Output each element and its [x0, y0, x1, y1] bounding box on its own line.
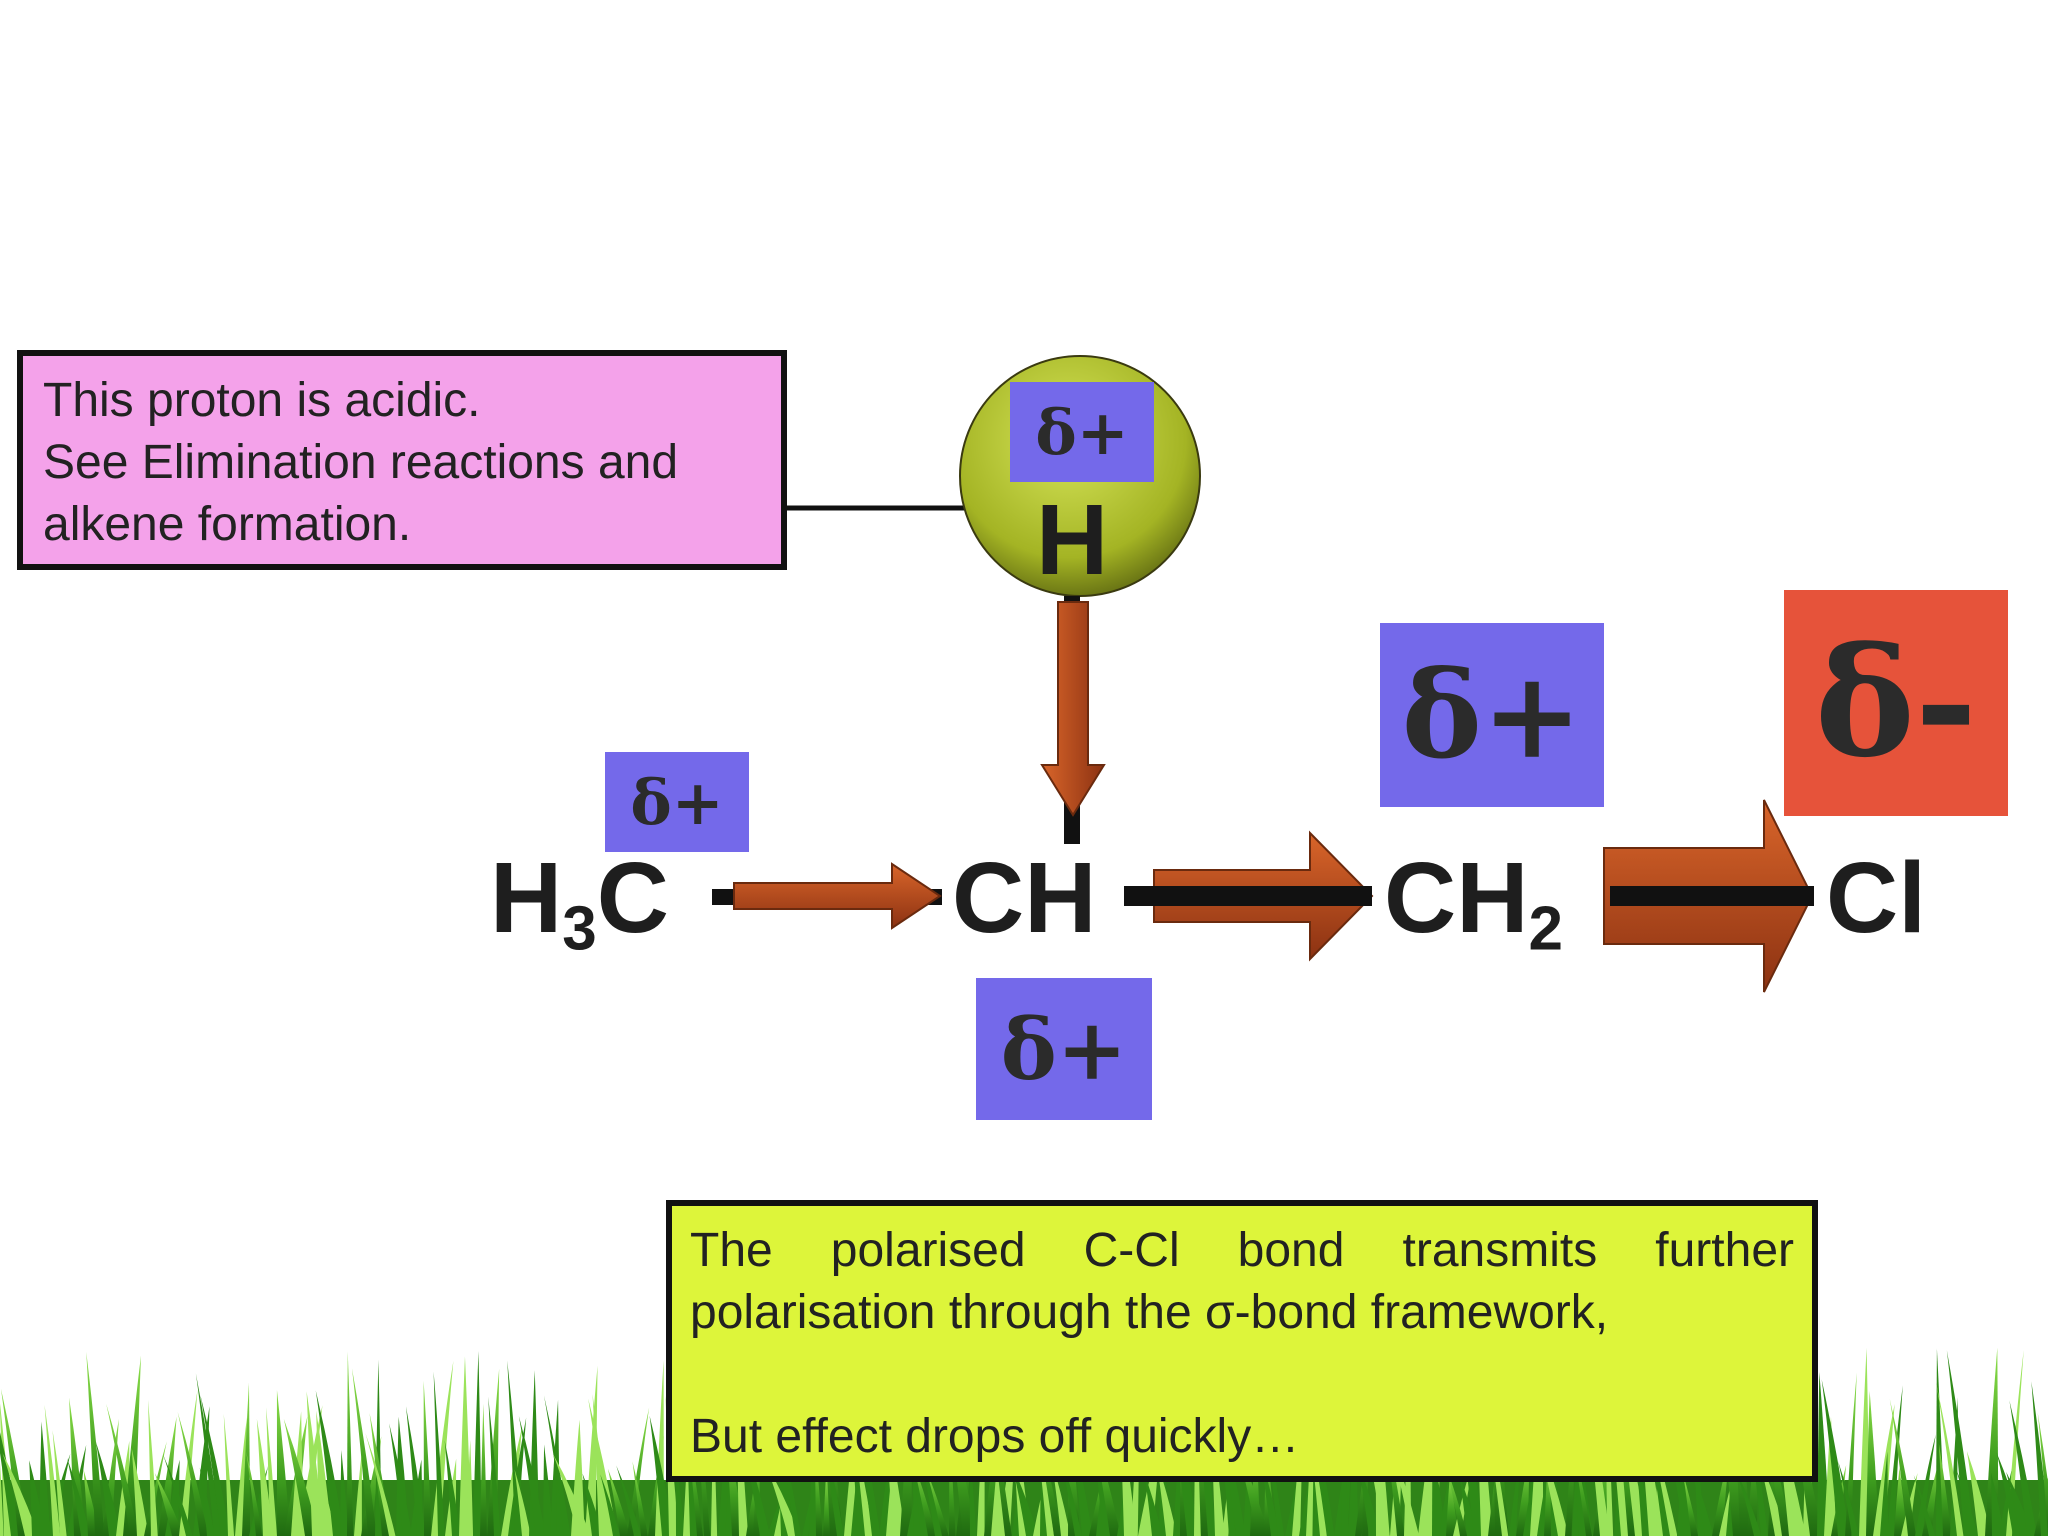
h3c-h-label: H: [490, 842, 563, 954]
h3c-group: H3C: [490, 848, 669, 960]
h-atom: H: [1036, 490, 1108, 590]
h3c-c-label: C: [596, 842, 669, 954]
callout-line: polarisation through the σ-bond framewor…: [690, 1286, 1609, 1339]
ch2-delta-plus-badge: δ+: [1380, 623, 1604, 807]
polarisation-arrow-h-ch: [1040, 601, 1106, 817]
h-charge-label: δ+: [1035, 395, 1129, 469]
h3c-delta-plus-badge: δ+: [605, 752, 749, 852]
h-atom-label: H: [1036, 484, 1109, 596]
bond-ch-ch2: [1124, 886, 1372, 906]
ch-label: CH: [952, 842, 1097, 954]
cl-charge-label: δ-: [1814, 615, 1978, 791]
ch2-label: CH: [1384, 842, 1529, 954]
callout-line: This proton is acidic.: [43, 374, 481, 427]
ch-charge-label: δ+: [1000, 999, 1128, 1099]
ch-group: CH: [952, 848, 1096, 948]
ch-delta-plus-badge: δ+: [976, 978, 1152, 1120]
bond-ch2-cl: [1610, 886, 1814, 906]
ch2-subscript: 2: [1528, 894, 1563, 964]
ch2-group: CH2: [1384, 848, 1563, 960]
acidic-proton-callout: This proton is acidic. See Elimination r…: [17, 350, 787, 570]
cl-label: Cl: [1826, 842, 1926, 954]
h3c-subscript: 3: [562, 894, 597, 964]
h-delta-plus-badge: δ+: [1010, 382, 1154, 482]
cl-atom: Cl: [1826, 848, 1926, 948]
callout-line: The polarised C-Cl bond transmits furthe…: [690, 1224, 1794, 1277]
ch2-charge-label: δ+: [1401, 644, 1583, 786]
cl-delta-minus-badge: δ-: [1784, 590, 2008, 816]
h3c-charge-label: δ+: [630, 765, 724, 839]
callout-line: See Elimination reactions and: [43, 436, 679, 489]
callout-line: alkene formation.: [43, 498, 412, 551]
callout-line: But effect drops off quickly…: [690, 1410, 1300, 1463]
polarisation-callout: The polarised C-Cl bond transmits furthe…: [666, 1200, 1818, 1482]
callout-spacer: [690, 1344, 1794, 1406]
polarisation-arrow-h3c-ch: [733, 862, 942, 930]
